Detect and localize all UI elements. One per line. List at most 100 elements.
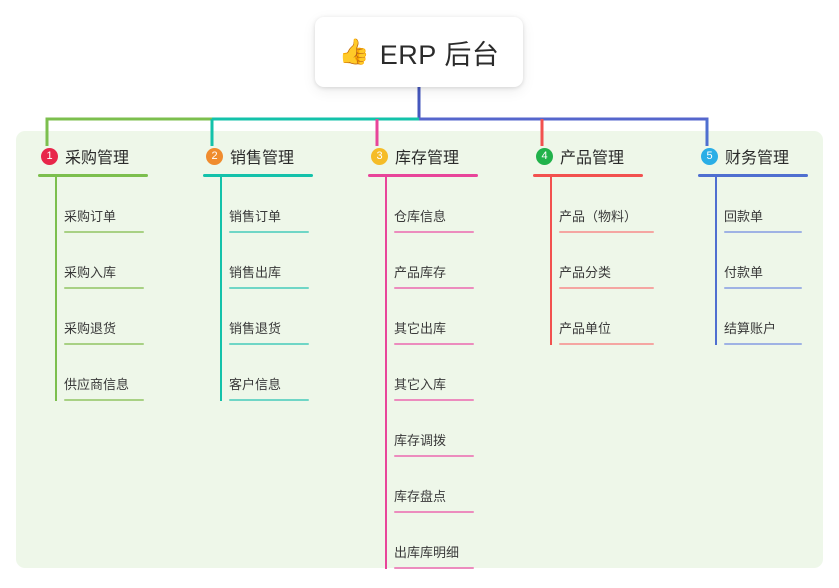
branch-column-5: 5 财务管理回款单付款单结算账户 (698, 144, 823, 345)
branch-item-underline (724, 343, 802, 345)
branch-item-underline (64, 287, 144, 289)
branch-item-label: 库存盘点 (394, 489, 447, 504)
branch-item[interactable]: 付款单 (698, 233, 823, 289)
branch-header-3[interactable]: 3 库存管理 (368, 144, 518, 168)
branch-item-label: 出库库明细 (394, 545, 460, 560)
branch-item-label: 采购订单 (64, 209, 117, 224)
branch-item-label: 销售出库 (229, 265, 282, 280)
branch-item[interactable]: 采购订单 (38, 177, 188, 233)
branch-underline (38, 174, 148, 177)
branch-title: 采购管理 (65, 150, 130, 167)
branch-item-underline (229, 287, 309, 289)
branch-item-underline (394, 343, 474, 345)
branch-item[interactable]: 结算账户 (698, 289, 823, 345)
root-title: ERP 后台 (379, 39, 500, 70)
branch-number-badge: 5 (701, 147, 718, 165)
branch-item-list: 回款单付款单结算账户 (698, 177, 823, 345)
branch-item-label: 销售订单 (229, 209, 282, 224)
content-panel (16, 131, 823, 568)
branch-item-label: 产品库存 (394, 265, 447, 280)
branch-item-underline (394, 399, 474, 401)
branch-item-label: 仓库信息 (394, 209, 447, 224)
branch-spine (550, 177, 552, 345)
branch-number-badge: 4 (536, 147, 553, 165)
branch-item-label: 客户信息 (229, 377, 282, 392)
branch-item-underline (724, 287, 802, 289)
branch-item-underline (64, 343, 144, 345)
branch-item[interactable]: 产品单位 (533, 289, 683, 345)
branch-item-label: 结算账户 (724, 321, 777, 336)
branch-item-list: 销售订单销售出库销售退货客户信息 (203, 177, 353, 401)
branch-spine (715, 177, 717, 345)
root-node[interactable]: 👍 ERP 后台 (315, 17, 523, 87)
branch-item[interactable]: 产品（物料） (533, 177, 683, 233)
branch-item-underline (394, 455, 474, 457)
branch-item[interactable]: 采购退货 (38, 289, 188, 345)
branch-item-underline (394, 567, 474, 569)
branch-item-label: 采购入库 (64, 265, 117, 280)
branch-item-label: 供应商信息 (64, 377, 130, 392)
branch-item-label: 销售退货 (229, 321, 282, 336)
thumbs-up-icon: 👍 (338, 37, 370, 66)
branch-underline (698, 174, 808, 177)
branch-item-label: 付款单 (724, 265, 764, 280)
branch-column-3: 3 库存管理仓库信息产品库存其它出库其它入库库存调拨库存盘点出库库明细 (368, 144, 518, 569)
branch-title: 产品管理 (560, 150, 625, 167)
branch-item[interactable]: 销售退货 (203, 289, 353, 345)
branch-item[interactable]: 产品分类 (533, 233, 683, 289)
branch-item-label: 库存调拨 (394, 433, 447, 448)
branch-item-list: 仓库信息产品库存其它出库其它入库库存调拨库存盘点出库库明细 (368, 177, 518, 569)
branch-item-underline (394, 287, 474, 289)
branch-spine (55, 177, 57, 401)
branch-item[interactable]: 仓库信息 (368, 177, 518, 233)
branch-underline (533, 174, 643, 177)
branch-header-1[interactable]: 1 采购管理 (38, 144, 188, 168)
branch-item[interactable]: 客户信息 (203, 345, 353, 401)
branch-item[interactable]: 销售出库 (203, 233, 353, 289)
branch-number-badge: 2 (206, 147, 223, 165)
branch-header-2[interactable]: 2 销售管理 (203, 144, 353, 168)
branch-item[interactable]: 销售订单 (203, 177, 353, 233)
branch-item-underline (559, 231, 654, 233)
branch-item-label: 其它出库 (394, 321, 447, 336)
branch-item-underline (394, 231, 474, 233)
branch-item[interactable]: 供应商信息 (38, 345, 188, 401)
branch-number-badge: 3 (371, 147, 388, 165)
branch-item-label: 回款单 (724, 209, 764, 224)
branch-column-4: 4 产品管理产品（物料） 产品分类产品单位 (533, 144, 683, 345)
branch-item-label: 产品（物料） (559, 209, 638, 224)
branch-underline (203, 174, 313, 177)
branch-item[interactable]: 库存调拨 (368, 401, 518, 457)
branch-item[interactable]: 出库库明细 (368, 513, 518, 569)
branch-item-label: 产品分类 (559, 265, 612, 280)
branch-item[interactable]: 其它出库 (368, 289, 518, 345)
branch-item-underline (64, 231, 144, 233)
branch-underline (368, 174, 478, 177)
branch-item-underline (559, 287, 654, 289)
branch-item-label: 产品单位 (559, 321, 612, 336)
branch-item-label: 采购退货 (64, 321, 117, 336)
branch-item[interactable]: 回款单 (698, 177, 823, 233)
branch-title: 销售管理 (230, 150, 295, 167)
branch-spine (220, 177, 222, 401)
branch-item-underline (64, 399, 144, 401)
branch-column-1: 1 采购管理采购订单采购入库采购退货供应商信息 (38, 144, 188, 401)
branch-item-underline (229, 399, 309, 401)
branch-item[interactable]: 库存盘点 (368, 457, 518, 513)
branch-header-5[interactable]: 5 财务管理 (698, 144, 823, 168)
branch-title: 财务管理 (725, 150, 790, 167)
branch-header-4[interactable]: 4 产品管理 (533, 144, 683, 168)
branch-column-2: 2 销售管理销售订单销售出库销售退货客户信息 (203, 144, 353, 401)
branch-title: 库存管理 (395, 150, 460, 167)
branch-item[interactable]: 其它入库 (368, 345, 518, 401)
branch-item-list: 产品（物料） 产品分类产品单位 (533, 177, 683, 345)
branch-item-underline (229, 343, 309, 345)
branch-number-badge: 1 (41, 147, 58, 165)
branch-spine (385, 177, 387, 569)
branch-item[interactable]: 产品库存 (368, 233, 518, 289)
branch-item-underline (229, 231, 309, 233)
branch-item[interactable]: 采购入库 (38, 233, 188, 289)
branch-item-label: 其它入库 (394, 377, 447, 392)
branch-item-underline (724, 231, 802, 233)
